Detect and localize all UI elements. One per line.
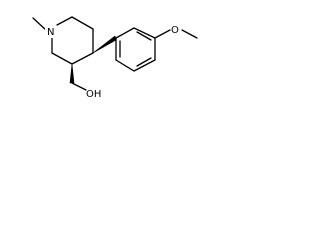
bond-c3-c4: [71, 52, 94, 65]
aryl-inner-bond-a: [136, 31, 152, 41]
aryl-bond-1: [115, 27, 135, 39]
aryl-bond-5: [115, 59, 135, 72]
wedge-bond-c4-aryl: [92, 35, 117, 54]
benzene-ring: [115, 27, 156, 72]
bond-aryl-o: [154, 29, 171, 39]
chemical-structure-diagram: N O OH: [32, 16, 198, 100]
aryl-bond-4: [133, 59, 156, 72]
bond-c6-n: [56, 16, 73, 26]
piperidine-ring: [51, 16, 94, 65]
n-label-bg: [45, 25, 56, 38]
aryl-bond-2: [133, 27, 156, 39]
bond-c2-c3: [51, 52, 73, 65]
aryl-inner-bond-b: [136, 57, 152, 67]
wedge-bond-c3-ch2: [69, 63, 75, 84]
nitrogen-atom-label: N: [47, 27, 54, 38]
bond-c5-c6: [71, 16, 94, 30]
bond-ch2-oh: [71, 82, 87, 91]
hydroxyl-label: OH: [86, 89, 101, 100]
bond-n-methyl: [32, 17, 48, 32]
oxygen-atom-label: O: [171, 25, 179, 36]
bond-o-methyl: [181, 29, 198, 39]
